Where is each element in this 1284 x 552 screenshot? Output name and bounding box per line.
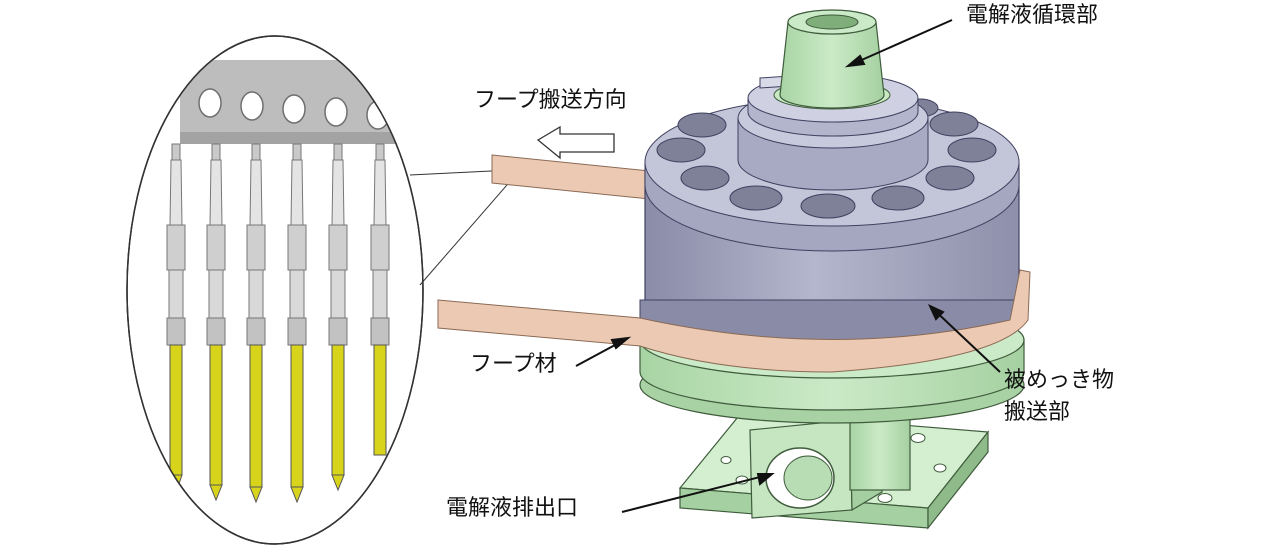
terminal-pin xyxy=(166,143,186,494)
terminal-pin xyxy=(370,143,390,456)
terminal-pin xyxy=(206,143,226,502)
hoop-strip-front xyxy=(437,269,1031,373)
terminal-pin xyxy=(287,143,307,504)
drum-assembly xyxy=(639,73,1025,361)
hoop-strip-back xyxy=(491,154,661,201)
label-hoop-direction: フープ搬送方向 xyxy=(474,88,627,113)
label-electrolyte-circulation: 電解液循環部 xyxy=(966,3,1099,28)
magnified-detail-lens xyxy=(126,35,424,545)
leader-electrolyte-circulation xyxy=(847,19,953,67)
label-hoop-material: フープ材 xyxy=(470,352,557,377)
label-plated-transport-line1: 被めっき物 xyxy=(1004,368,1115,393)
drum-pockets xyxy=(656,98,997,219)
direction-arrow-icon xyxy=(536,125,615,160)
leader-lines xyxy=(575,19,1001,513)
terminal-pin xyxy=(246,143,266,504)
leader-plated-transport xyxy=(929,305,1001,373)
terminal-pin xyxy=(328,143,348,492)
label-plated-transport-line2: 搬送部 xyxy=(1004,400,1071,425)
label-electrolyte-outlet: 電解液排出口 xyxy=(446,496,579,521)
lens-pointer-line-lower xyxy=(419,169,521,286)
terminal-pins xyxy=(166,143,390,504)
electrolyte-circulation-tube xyxy=(773,9,891,110)
leader-electrolyte-outlet xyxy=(621,473,773,513)
